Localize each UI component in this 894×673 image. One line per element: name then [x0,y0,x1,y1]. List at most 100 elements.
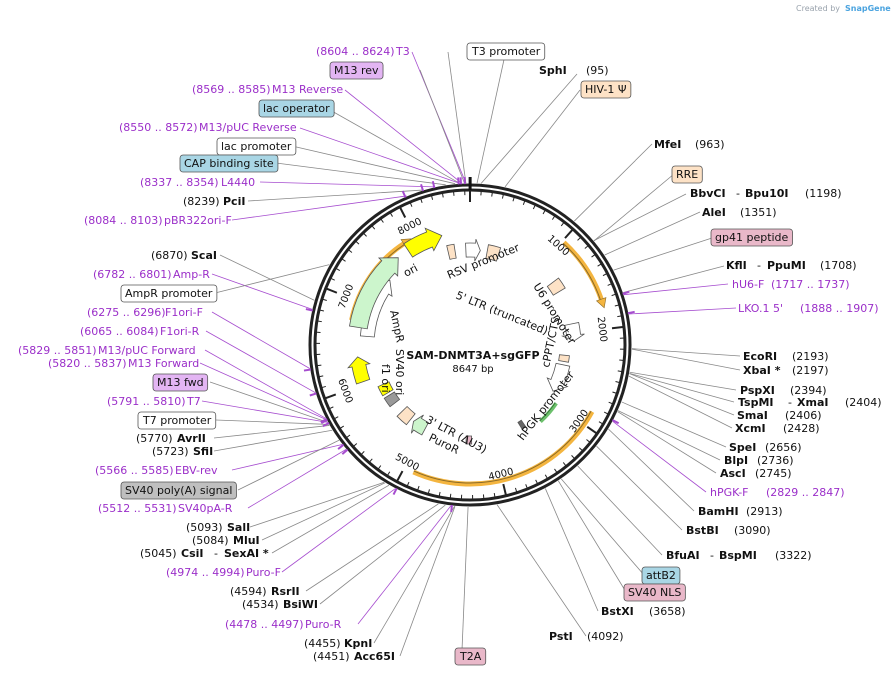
lko1-name[interactable]: LKO.1 5' [738,302,783,315]
sphi-pos[interactable]: (95) [586,64,609,77]
m13-forward-label[interactable]: M13 Forward [128,357,199,370]
blpi-pos[interactable]: (2736) [757,454,794,467]
m13-forward-range[interactable]: (5820 .. 5837) [48,357,127,370]
ebv-rev-label[interactable]: EBV-rev [175,464,218,477]
xmai-name[interactable]: XmaI [797,396,828,409]
bamhi-pos[interactable]: (2913) [746,505,783,518]
avrii-pos[interactable]: (5770) [136,432,173,445]
lac-promoter-label[interactable]: lac promoter [221,140,292,153]
f1-ori-label[interactable]: f1 ori [379,364,392,393]
pcii-pos[interactable]: (8239) [183,195,220,208]
sali-name[interactable]: SalI [227,521,250,534]
rsv-promoter-label[interactable]: RSV promoter [445,241,521,282]
m13-fwd-label[interactable]: M13 fwd [157,376,204,389]
pbr322ori-range[interactable]: (8084 .. 8103) [84,214,163,227]
l4440-label[interactable]: L4440 [221,176,255,189]
ecori-name[interactable]: EcoRI [743,350,777,363]
t2a-label[interactable]: T2A [459,650,482,663]
t3-label[interactable]: T3 [395,45,410,58]
ebv-rev-range[interactable]: (5566 .. 5585) [95,464,174,477]
t7-label[interactable]: T7 [186,395,201,408]
amp-r-label[interactable]: Amp-R [173,268,210,281]
bsiwi-pos[interactable]: (4534) [242,598,279,611]
psti-pos[interactable]: (4092) [587,630,624,643]
f1ori-f-range[interactable]: (6275 .. 6296) [87,306,166,319]
sali-pos[interactable]: (5093) [186,521,223,534]
ampr-label[interactable]: AmpR [387,309,407,344]
mlui-name[interactable]: MluI [233,534,260,547]
l4440-range[interactable]: (8337 .. 8354) [140,176,219,189]
sv40-polya-label[interactable]: SV40 poly(A) signal [125,484,232,497]
ecori-pos[interactable]: (2193) [792,350,829,363]
ppumi-name[interactable]: PpuMI [767,259,806,272]
alei-pos[interactable]: (1351) [740,206,777,219]
tspmi-name[interactable]: TspMI [738,396,774,409]
bfuai-pos[interactable]: (3322) [775,549,812,562]
kpni-pos[interactable]: (4455) [304,637,341,650]
m13-puc-forward-label[interactable]: M13/pUC Forward [98,344,196,357]
bstbi-pos[interactable]: (3090) [734,524,771,537]
attb2-label[interactable]: attB2 [646,569,676,582]
t7-range[interactable]: (5791 .. 5810) [107,395,186,408]
puro-r-label[interactable]: Puro-R [305,618,342,631]
bbvci-name[interactable]: BbvCI [690,187,726,200]
bstxi-pos[interactable]: (3658) [649,605,686,618]
alei-name[interactable]: AleI [702,206,726,219]
f1ori-r-label[interactable]: F1ori-R [160,325,200,338]
t3-range[interactable]: (8604 .. 8624) [316,45,395,58]
asci-name[interactable]: AscI [720,467,746,480]
bstbi-name[interactable]: BstBI [686,524,719,537]
psti-name[interactable]: PstI [549,630,573,643]
sv40pa-r-label[interactable]: SV40pA-R [178,502,233,515]
mfei-pos[interactable]: (963) [695,138,725,151]
rsrii-name[interactable]: RsrII [271,585,300,598]
amp-r-range[interactable]: (6782 .. 6801) [93,268,172,281]
spei-name[interactable]: SpeI [729,441,756,454]
mfei-name[interactable]: MfeI [654,138,681,151]
spei-pos[interactable]: (2656) [765,441,802,454]
pcii-name[interactable]: PciI [223,195,245,208]
sv40-ori-label[interactable]: SV40 ori [393,349,406,395]
xcmi-name[interactable]: XcmI [735,422,766,435]
puro-r-range[interactable]: (4478 .. 4497) [225,618,304,631]
bfuai-name[interactable]: BfuAI [666,549,700,562]
m13-rev-label[interactable]: M13 rev [334,64,379,77]
hu6-f-name[interactable]: hU6-F [732,278,764,291]
blpi-name[interactable]: BlpI [724,454,748,467]
gp41-label[interactable]: gp41 peptide [715,231,789,244]
lac-operator-label[interactable]: lac operator [263,102,330,115]
bamhi-name[interactable]: BamHI [698,505,739,518]
kfli-pos[interactable]: (1708) [820,259,857,272]
sphi-name[interactable]: SphI [539,64,567,77]
lko1-pos[interactable]: (1888 .. 1907) [800,302,879,315]
xbai-name[interactable]: XbaI * [743,364,781,377]
sv40pa-r-range[interactable]: (5512 .. 5531) [98,502,177,515]
smai-pos[interactable]: (2406) [785,409,822,422]
f1ori-r-range[interactable]: (6065 .. 6084) [80,325,159,338]
rsrii-pos[interactable]: (4594) [230,585,267,598]
ori-label[interactable]: ori [401,261,420,279]
csii-name[interactable]: CsiI [181,547,203,560]
xbai-pos[interactable]: (2197) [792,364,829,377]
f1ori-f-label[interactable]: F1ori-F [165,306,203,319]
avrii-name[interactable]: AvrII [177,432,206,445]
pspxi-name[interactable]: PspXI [740,384,775,397]
acc65i-name[interactable]: Acc65I [354,650,395,663]
puro-f-range[interactable]: (4974 .. 4994) [166,566,245,579]
kpni-name[interactable]: KpnI [344,637,372,650]
m13-puc-forward-range[interactable]: (5829 .. 5851) [18,344,97,357]
sfii-pos[interactable]: (5723) [152,445,189,458]
hu6-f-pos[interactable]: (1717 .. 1737) [771,278,850,291]
bspmi-name[interactable]: BspMI [719,549,757,562]
hiv-psi-label[interactable]: HIV-1 Ψ [585,83,627,96]
rre-label[interactable]: RRE [676,168,698,181]
sfii-name[interactable]: SfiI [193,445,213,458]
hpgk-promoter-label[interactable]: hPGK promoter [515,368,577,442]
ltr5-label[interactable]: 5' LTR (truncated) [454,289,550,338]
acc65i-pos[interactable]: (4451) [313,650,350,663]
csii-pos[interactable]: (5045) [140,547,177,560]
m13-puc-reverse-range[interactable]: (8550 .. 8572) [119,121,198,134]
hpgk-f-pos[interactable]: (2829 .. 2847) [766,486,845,499]
scai-name[interactable]: ScaI [191,249,217,262]
xcmi-pos[interactable]: (2428) [783,422,820,435]
